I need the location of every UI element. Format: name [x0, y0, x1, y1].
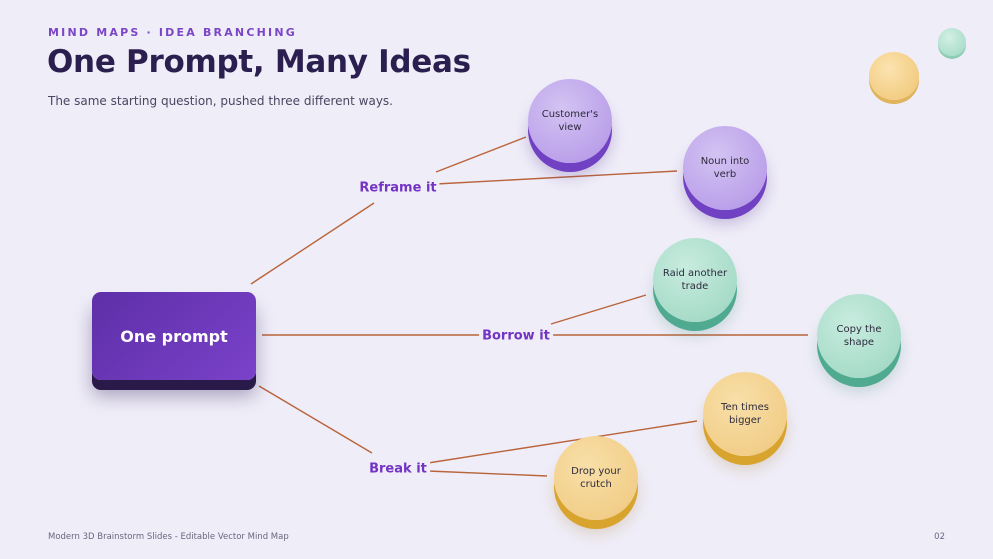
idea-node-drop-your-crutch: Drop your crutch: [554, 436, 638, 520]
connector-reframe-noun-into-verb: [435, 170, 678, 185]
eyebrow-label: MIND MAPS · IDEA BRANCHING: [48, 26, 297, 39]
connector-root-reframe: [250, 202, 375, 285]
idea-node-text: Customer's: [541, 109, 599, 120]
idea-node-text: trade: [681, 281, 709, 292]
decorative-gold-bubble: [869, 52, 919, 100]
idea-node-text: Raid another: [662, 268, 728, 279]
branch-label-borrow: Borrow it: [479, 328, 553, 344]
page-number: 02: [934, 532, 945, 542]
idea-node-text: crutch: [580, 479, 612, 490]
branch-label-reframe: Reframe it: [356, 180, 440, 196]
connector-root-break: [258, 385, 373, 454]
idea-node-ten-times-bigger: Ten times bigger: [703, 372, 787, 456]
idea-node-text: bigger: [728, 415, 762, 426]
slide-subtitle: The same starting question, pushed three…: [48, 94, 393, 108]
root-node: One prompt: [92, 292, 256, 380]
connector-borrow-raid-another-trade: [550, 294, 647, 325]
slide-title: One Prompt, Many Ideas: [47, 44, 471, 80]
connector-break-ten-times-bigger: [427, 420, 698, 464]
footer-caption: Modern 3D Brainstorm Slides - Editable V…: [48, 532, 289, 542]
idea-node-customers-view: Customer's view: [528, 79, 612, 163]
connector-reframe-customers-view: [435, 136, 527, 173]
connector-break-drop-your-crutch: [427, 470, 548, 477]
idea-node-text: Drop your: [571, 466, 621, 477]
idea-node-raid-another-trade: Raid another trade: [653, 238, 737, 322]
branch-label-break: Break it: [366, 461, 430, 477]
idea-node-text: verb: [713, 169, 737, 180]
idea-node-copy-the-shape: Copy the shape: [817, 294, 901, 378]
root-node-label: One prompt: [120, 326, 228, 346]
idea-node-text: Noun into: [700, 156, 750, 167]
idea-node-text: view: [558, 122, 582, 133]
idea-node-noun-into-verb: Noun into verb: [683, 126, 767, 210]
decorative-teal-bubble: [938, 28, 966, 56]
idea-node-text: shape: [843, 337, 875, 348]
idea-node-text: Copy the: [836, 324, 882, 335]
idea-node-text: Ten times: [721, 402, 769, 413]
